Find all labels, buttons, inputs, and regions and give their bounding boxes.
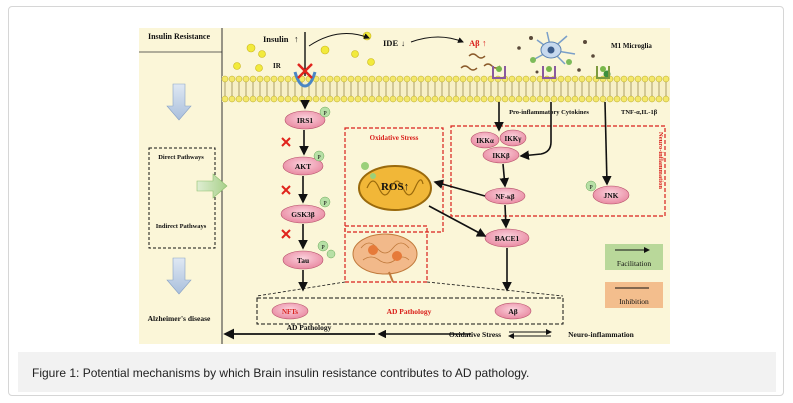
tau-node: [282, 250, 324, 270]
direct-pathways-label: Direct Pathways: [158, 154, 204, 161]
abeta-up-icon: ↑: [482, 38, 487, 48]
cytokine-receptor-left: [492, 66, 506, 79]
svg-text:IKKγ: IKKγ: [505, 135, 523, 143]
nfts-label: NFTs: [282, 308, 298, 316]
facilitation-label: Facilitation: [617, 259, 651, 268]
phospho-icon: [313, 150, 325, 162]
facilitation-legend: [605, 244, 663, 270]
insulin-up-icon: ↑: [294, 34, 299, 44]
down-arrow-top: [166, 83, 192, 121]
svg-text:P: P: [321, 245, 325, 251]
tau-label: Tau: [297, 256, 309, 265]
m1-microglia-icon: [530, 31, 576, 65]
ide-label: IDE: [383, 38, 398, 48]
bace1-node: [484, 228, 530, 248]
insulin-resistance-label: Insulin Resistance: [148, 32, 210, 41]
caption-box: Figure 1: Potential mechanisms by which …: [18, 352, 776, 392]
akt-label: AKT: [295, 162, 311, 171]
svg-text:P: P: [323, 201, 327, 207]
jnk-node: [592, 185, 630, 205]
figure-caption: Figure 1: Potential mechanisms by which …: [32, 366, 530, 380]
pathways-dashed-box: [148, 147, 216, 249]
mitochondrion-icon: [358, 162, 432, 211]
cytokine-particles: [517, 36, 595, 74]
svg-text:BACE1: BACE1: [495, 234, 520, 243]
nfts-node: [271, 302, 309, 320]
gsk3b-label: GSK3β: [291, 210, 315, 219]
ad-pathology-box-label: AD Pathology: [387, 307, 432, 316]
svg-text:P: P: [317, 155, 321, 161]
svg-text:JNK: JNK: [604, 191, 619, 200]
ide-down-icon: ↓: [401, 39, 405, 48]
neuro-inflammation-label: Neuro-inflammation: [657, 132, 664, 189]
ad-pathology-box: [256, 297, 564, 325]
insulin-molecules: [233, 31, 375, 72]
svg-text:IKKα: IKKα: [476, 137, 494, 145]
irs1-node: [284, 110, 326, 130]
ir-label: IR: [273, 62, 282, 70]
indirect-pathways-label: Indirect Pathways: [156, 223, 207, 230]
cell-membrane: [221, 75, 670, 103]
abeta-node: [494, 302, 532, 320]
down-arrow-bottom: [166, 257, 192, 295]
gsk3b-node: [280, 204, 326, 224]
svg-text:P: P: [323, 111, 327, 117]
irs1-label: IRS1: [297, 116, 314, 125]
abeta-up-label: Aβ: [469, 38, 480, 48]
brain-icon: [352, 233, 418, 283]
inhibition-legend: [605, 282, 663, 308]
figure-frame: Insulin Resistance Direct Pathways Indir…: [8, 6, 784, 396]
inhibition-x-icons: [281, 137, 291, 239]
brain-box: [344, 225, 428, 283]
oxidative-stress-label: Oxidative Stress: [370, 134, 419, 142]
bottom-ad-pathology-label: AD Pathology: [287, 323, 332, 332]
bottom-neuro-inflammation-label: Neuro-inflammation: [568, 330, 635, 339]
block-x-icon: [297, 63, 313, 79]
ikkb-node: [482, 146, 520, 164]
ikkg-node: [499, 129, 527, 147]
phospho-icon: [326, 249, 336, 259]
tnf-receptor: [596, 66, 610, 79]
phospho-icon: [319, 106, 331, 118]
abeta-aggregates: [460, 53, 501, 71]
ikka-node: [470, 131, 500, 149]
insulin-receptor-icon: [293, 71, 317, 88]
svg-text:NF-κβ: NF-κβ: [495, 193, 515, 201]
insulin-label: Insulin: [263, 34, 289, 44]
figure-diagram: Insulin Resistance Direct Pathways Indir…: [139, 28, 670, 344]
right-arrow: [196, 173, 228, 199]
phospho-icon: [319, 196, 331, 208]
ros-label: ROS↑: [381, 181, 409, 193]
neuro-inflammation-box: [450, 125, 666, 217]
inhibition-label: Inhibition: [619, 297, 649, 306]
cytokine-receptor-middle: [542, 66, 556, 79]
tnf-il-label: TNF-α,IL-1β: [621, 109, 658, 116]
svg-text:IKKβ: IKKβ: [492, 152, 510, 160]
svg-text:P: P: [589, 185, 593, 191]
phospho-icon: [317, 240, 329, 252]
bottom-oxidative-stress-label: Oxidative Stress: [449, 330, 501, 339]
abeta-label: Aβ: [508, 307, 517, 316]
akt-node: [282, 156, 324, 176]
alzheimers-disease-label: Alzheimer's disease: [148, 314, 211, 323]
phospho-icon: [585, 180, 597, 192]
pro-inflammatory-label: Pro-inflammatory Cytokines: [509, 109, 589, 116]
m1-microglia-label: M1 Microglia: [611, 42, 652, 50]
